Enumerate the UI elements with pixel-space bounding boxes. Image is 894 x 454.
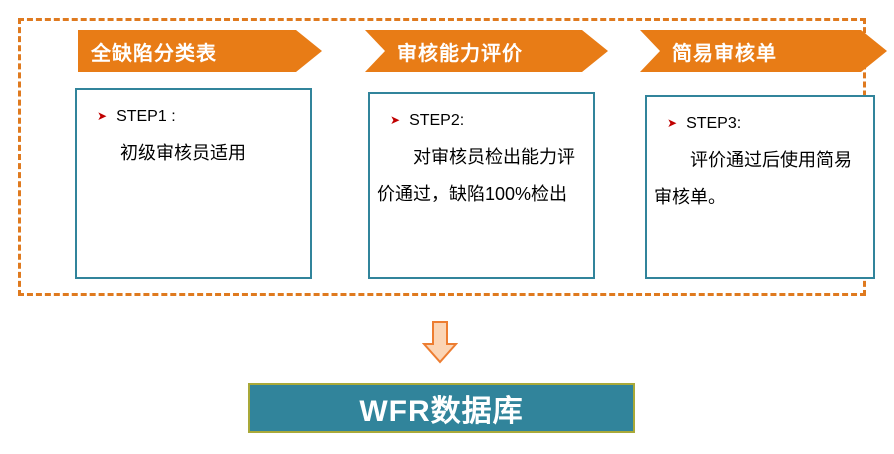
- step1-heading: ➤ STEP1 :: [97, 107, 304, 127]
- banner-step1: 全缺陷分类表: [78, 30, 322, 72]
- banner-step1-label: 全缺陷分类表: [91, 42, 217, 65]
- step2-body: 对审核员检出能力评价通过，缺陷100%检出: [377, 147, 575, 204]
- red-arrowhead-bullet-icon: ➤: [97, 109, 108, 123]
- down-arrow-icon: [422, 321, 458, 364]
- step3-label: STEP3:: [686, 115, 742, 132]
- step1-box: ➤ STEP1 : 初级审核员适用: [75, 88, 312, 279]
- banner-step2-label: 审核能力评价: [397, 42, 523, 65]
- step1-body: 初级审核员适用: [120, 143, 246, 163]
- step3-box: ➤ STEP3: 评价通过后使用简易审核单。: [645, 95, 875, 279]
- banner-step2: 审核能力评价: [365, 30, 608, 72]
- red-arrowhead-bullet-icon: ➤: [667, 116, 678, 130]
- step3-heading: ➤ STEP3:: [667, 114, 867, 134]
- step3-body: 评价通过后使用简易审核单。: [654, 150, 852, 207]
- step2-heading: ➤ STEP2:: [390, 111, 587, 131]
- step2-box: ➤ STEP2: 对审核员检出能力评价通过，缺陷100%检出: [368, 92, 595, 279]
- step2-label: STEP2:: [409, 112, 465, 129]
- red-arrowhead-bullet-icon: ➤: [390, 113, 401, 127]
- step1-label: STEP1 :: [116, 108, 176, 125]
- banner-step3-label: 简易审核单: [672, 42, 777, 65]
- database-box: WFR数据库: [248, 383, 635, 433]
- database-label: WFR数据库: [359, 395, 524, 428]
- banner-step3: 简易审核单: [640, 30, 887, 72]
